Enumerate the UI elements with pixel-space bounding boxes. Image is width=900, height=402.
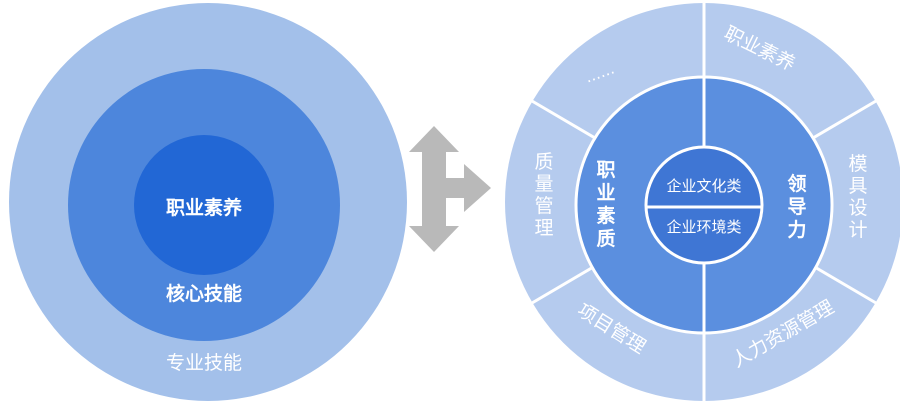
center-bottom-label: 企业环境类 (666, 218, 741, 236)
middle-label: 核心技能 (166, 282, 242, 305)
segment-label-mold-design: 模具设计 (848, 153, 867, 241)
ring-left-label: 职业素质 (596, 159, 615, 250)
skills-circles: 职业素养 核心技能 专业技能 (9, 3, 407, 401)
capability-wheel: 企业文化类 企业环境类 职业素质 领导力 …… 职业素养 模具设计 人力资源管理… (505, 0, 900, 402)
wheel-center-circle (644, 145, 764, 265)
center-top-label: 企业文化类 (666, 177, 741, 195)
inner-circle-professional-literacy (134, 135, 274, 275)
inner-label: 职业素养 (166, 196, 242, 219)
segment-label-quality-management: 质量管理 (534, 151, 553, 239)
outer-label: 专业技能 (166, 352, 242, 374)
ring-right-label: 领导力 (787, 172, 806, 241)
three-way-arrow-icon (409, 126, 491, 252)
